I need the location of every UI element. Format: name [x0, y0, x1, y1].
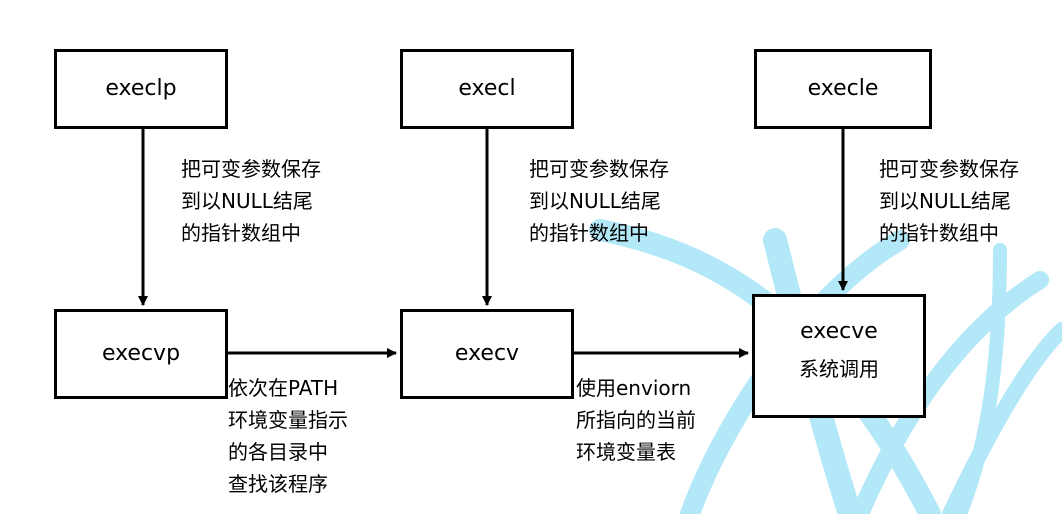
note-execle-down: 把可变参数保存 到以NULL结尾 的指针数组中	[879, 153, 1019, 249]
note-line: 的指针数组中	[181, 221, 301, 245]
note-execv-to-execve: 使用enviorn 所指向的当前 环境变量表	[576, 372, 696, 468]
note-execl-down: 把可变参数保存 到以NULL结尾 的指针数组中	[529, 153, 669, 249]
note-execlp-down: 把可变参数保存 到以NULL结尾 的指针数组中	[181, 153, 321, 249]
box-execve: execve 系统调用	[752, 294, 926, 418]
note-line: 的指针数组中	[879, 221, 999, 245]
note-line: 环境变量指示	[228, 408, 348, 432]
note-line: 到以NULL结尾	[529, 189, 661, 213]
note-line: 使用enviorn	[576, 376, 692, 400]
box-execv: execv	[400, 309, 574, 399]
note-line: 把可变参数保存	[181, 157, 321, 181]
box-execve-label: execve	[800, 319, 878, 344]
note-line: 把可变参数保存	[879, 157, 1019, 181]
note-line: 的指针数组中	[529, 221, 649, 245]
box-execle-label: execle	[807, 75, 879, 101]
note-line: 依次在PATH	[228, 376, 339, 400]
note-line: 查找该程序	[228, 472, 328, 496]
note-execvp-to-execv: 依次在PATH 环境变量指示 的各目录中 查找该程序	[228, 372, 348, 500]
note-line: 所指向的当前	[576, 408, 696, 432]
box-execl-label: execl	[458, 75, 516, 101]
note-line: 的各目录中	[228, 440, 328, 464]
box-execl: execl	[400, 49, 574, 129]
note-line: 把可变参数保存	[529, 157, 669, 181]
box-execlp-label: execlp	[105, 75, 177, 101]
note-line: 环境变量表	[576, 440, 676, 464]
box-execv-label: execv	[454, 340, 520, 366]
box-execvp: execvp	[54, 309, 228, 399]
note-line: 到以NULL结尾	[879, 189, 1011, 213]
note-line: 到以NULL结尾	[181, 189, 313, 213]
box-execvp-label: execvp	[101, 340, 181, 366]
box-execve-sublabel: 系统调用	[799, 357, 879, 381]
box-execle: execle	[754, 49, 932, 129]
box-execlp: execlp	[54, 49, 228, 129]
